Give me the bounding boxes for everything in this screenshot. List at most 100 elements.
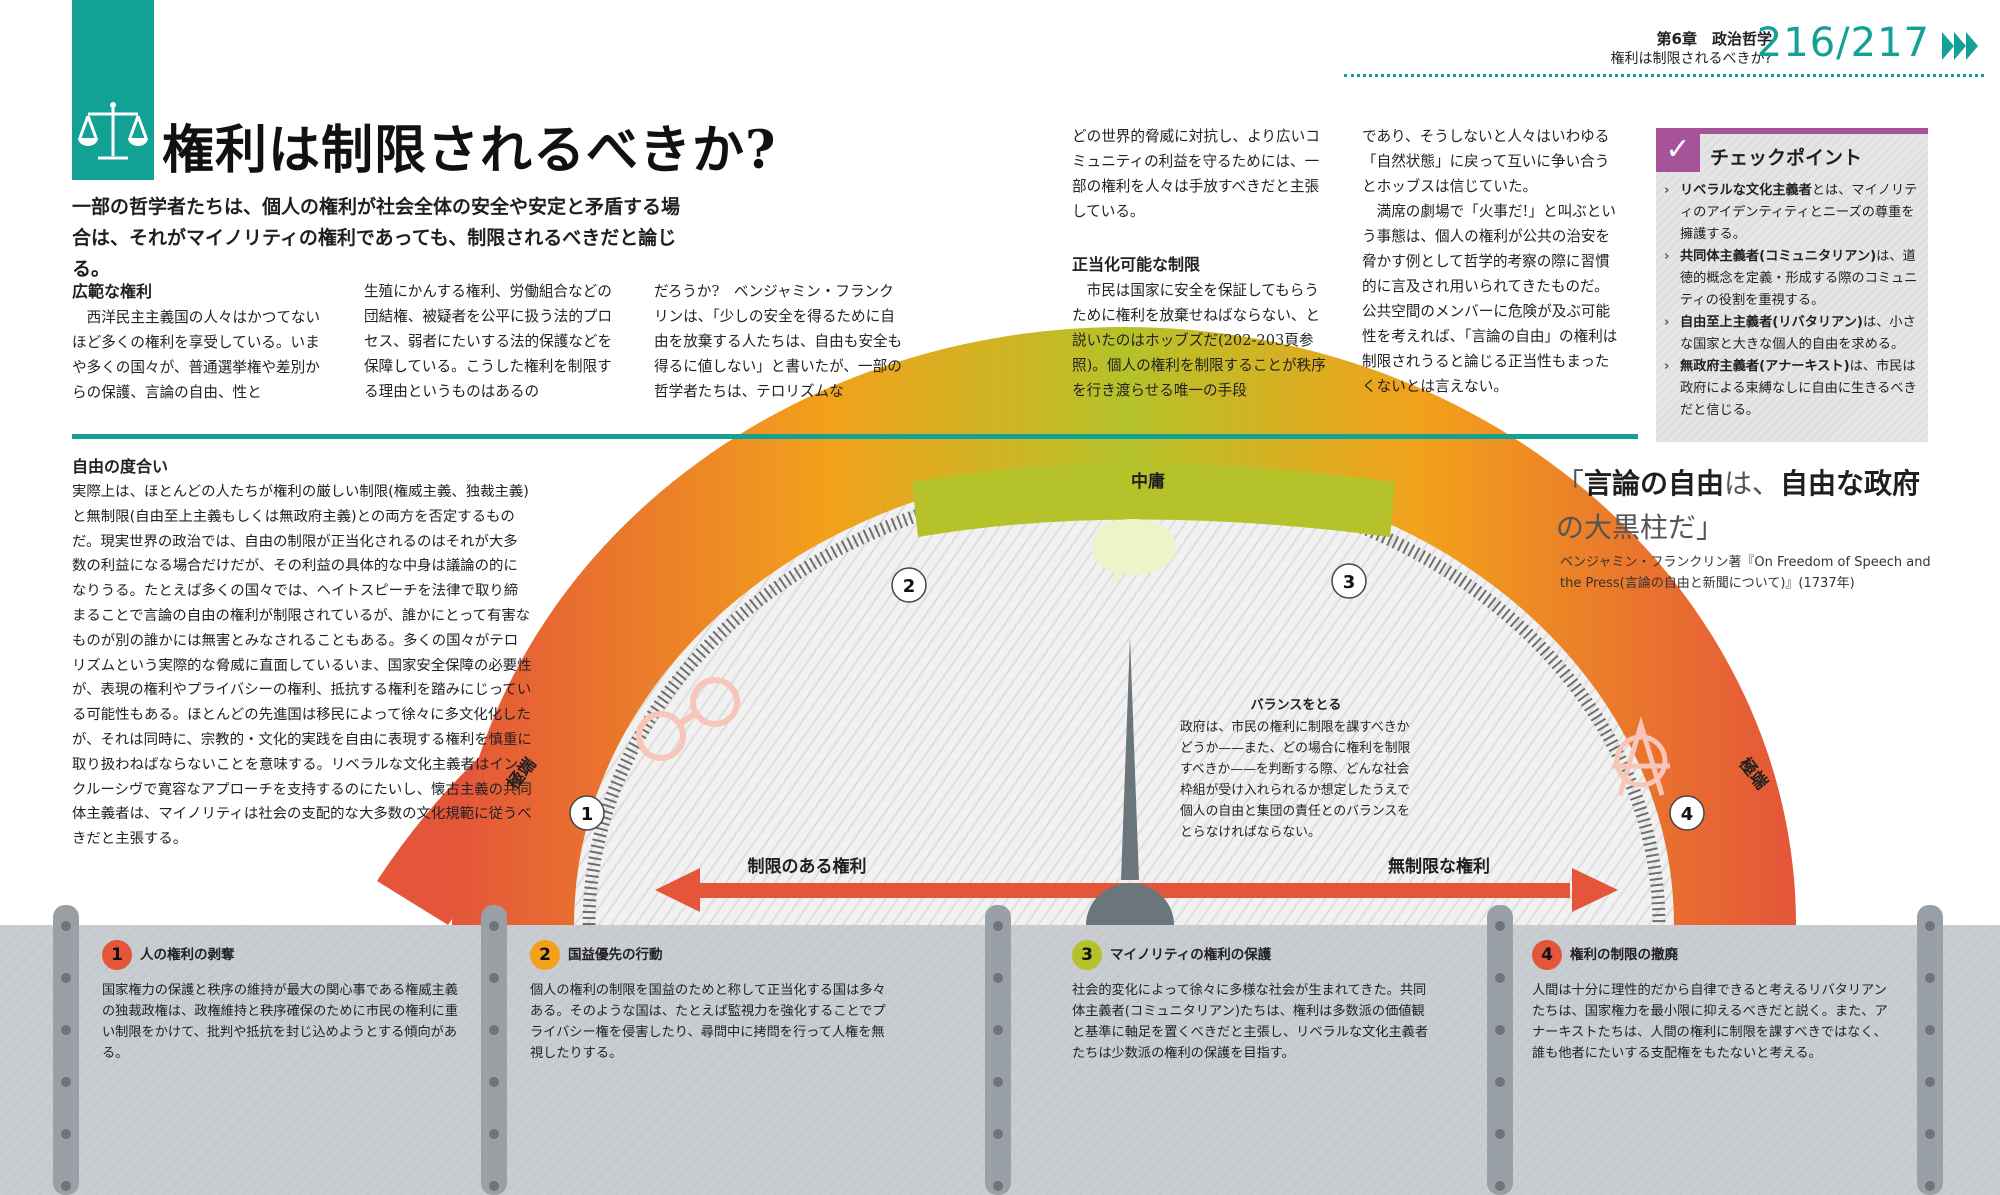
moderation-label: 中庸: [1131, 471, 1165, 492]
panel-text: 国家権力の保護と秩序の維持が最大の関心事である権威主義の独裁政権は、政権維持と秩…: [102, 983, 459, 1061]
quote-emphasis: 言論の自由: [1584, 467, 1725, 500]
panel-number: 2: [530, 940, 560, 970]
panel-title: 権利の制限の撤廃: [1570, 946, 1678, 963]
quote-text: の大黒柱だ」: [1556, 511, 1725, 544]
panel-3: 3 マイノリティの権利の保護 社会的変化によって徐々に多様な社会が生まれてきた。共…: [1072, 940, 1432, 1064]
panel-number: 4: [1532, 940, 1562, 970]
panel-header: 3 マイノリティの権利の保護: [1072, 940, 1432, 970]
checkpoint-text: は、小さな国家と大きな個人的自由を求める。: [1680, 315, 1916, 352]
panel-title: 人の権利の剥奪: [140, 946, 235, 963]
svg-text:1: 1: [581, 804, 594, 825]
dial-ticks: [582, 474, 1666, 925]
panel-header: 4 権利の制限の撤廃: [1532, 940, 1892, 970]
panel-text: 人間は十分に理性的だから自律できると考えるリバタリアンたちは、国家権力を最小限に…: [1532, 983, 1888, 1061]
section-heading: 正当化可能な制限: [1072, 255, 1201, 274]
unlimited-rights-label: 無制限な権利: [1388, 856, 1490, 877]
running-head-title: 権利は制限されるべきか?: [1610, 51, 1772, 67]
column-text: 生殖にかんする権利、労働組合などの団結権、被疑者を公平に扱う法的プロセス、弱者に…: [364, 283, 613, 400]
column-text: 満席の劇場で「火事だ!」と叫ぶという事態は、個人の権利が公共の治安を脅かす例とし…: [1362, 203, 1618, 395]
scales-icon: [78, 102, 148, 160]
marker-3: 3: [1331, 563, 1367, 599]
column-text: 西洋民主主義国の人々はかつてないほど多くの権利を享受している。いまや多くの国々が…: [72, 309, 321, 401]
checkpoint-item: › 共同体主義者(コミュニタリアン)は、道徳的概念を定義・形成する際のコミュニティ…: [1664, 246, 1926, 312]
checkpoint-text: は、道徳的概念を定義・形成する際のコミュニティの役割を重視する。: [1680, 249, 1918, 308]
handcuffs-icon: [636, 677, 740, 761]
lead-paragraph: 一部の哲学者たちは、個人の権利が社会全体の安全や安定と矛盾する場合は、それがマイ…: [72, 196, 681, 280]
floor-pillars: [53, 905, 1943, 1195]
checkpoint-text: とは、マイノリティのアイデンティティとニーズの尊重を擁護する。: [1680, 183, 1918, 242]
column-text: 市民は国家に安全を保証してもらうために権利を放棄せねばならない、と説いたのはホッ…: [1072, 282, 1326, 399]
panel-title: 国益優先の行動: [568, 946, 663, 963]
panel-header: 2 国益優先の行動: [530, 940, 890, 970]
running-head-rule: [1344, 74, 1984, 77]
column-1: 広範な権利 西洋民主主義国の人々はかつてないほど多くの権利を享受している。いまや…: [72, 279, 324, 405]
pull-quote: 「言論の自由は、自由な政府の大黒柱だ」: [1556, 462, 1936, 550]
page-arrows-icon: [1942, 32, 1978, 60]
page-numbers: 216/217: [1757, 20, 1930, 66]
quote-source: ベンジャミン・フランクリン著『On Freedom of Speech and …: [1560, 555, 1931, 591]
checkpoint-term: リベラルな文化主義者: [1680, 183, 1812, 198]
balance-needle: [1086, 637, 1174, 925]
section-heading: 自由の度合い: [72, 457, 169, 476]
balance-title: バランスをとる: [1250, 698, 1342, 713]
running-head-chapter: 第6章 政治哲学: [1656, 30, 1772, 48]
column-5: であり、そうしないと人々はいわゆる「自然状態」に戻って互いに争い合うとホッブスは…: [1362, 124, 1622, 399]
degree-text: 実際上は、ほとんどの人たちが権利の厳しい制限(権威主義、独裁主義)と無制限(自由…: [72, 484, 532, 848]
checkpoint-item: › リベラルな文化主義者とは、マイノリティのアイデンティティとニーズの尊重を擁護す…: [1664, 180, 1926, 246]
svg-text:3: 3: [1343, 572, 1356, 593]
chevron-right-icon: ›: [1664, 359, 1670, 374]
checkpoint-term: 無政府主義者(アナーキスト): [1680, 359, 1850, 374]
speech-bubble-icon: [1092, 519, 1176, 587]
panel-text: 個人の権利の制限を国益のためと称して正当化する国は多々ある。そのような国は、たと…: [530, 983, 886, 1061]
chevron-right-icon: ›: [1664, 249, 1670, 264]
anarchy-icon: [1612, 716, 1670, 796]
checkpoint-box: [1656, 128, 1928, 442]
section-heading: 広範な権利: [72, 282, 153, 301]
column-text-top: どの世界的脅威に対抗し、より広いコミュニティの利益を守るためには、一部の権利を人…: [1072, 128, 1320, 220]
panel-2: 2 国益優先の行動 個人の権利の制限を国益のためと称して正当化する国は多々ある。そ…: [530, 940, 890, 1064]
panel-number: 1: [102, 940, 132, 970]
pillar-bolts: [61, 921, 1935, 1191]
panel-number: 3: [1072, 940, 1102, 970]
panel-header: 1 人の権利の剥奪: [102, 940, 462, 970]
checkpoint-term: 自由至上主義者(リバタリアン): [1680, 315, 1863, 330]
panel-1: 1 人の権利の剥奪 国家権力の保護と秩序の維持が最大の関心事である権威主義の独裁政…: [102, 940, 462, 1064]
page-number-right: 217: [1850, 20, 1930, 66]
quote-text: は、: [1724, 467, 1781, 500]
balance-note: バランスをとる 政府は、市民の権利に制限を課すべきかどうか——また、どの場合に権…: [1180, 695, 1412, 843]
column-4: どの世界的脅威に対抗し、より広いコミュニティの利益を守るためには、一部の権利を人…: [1072, 124, 1330, 403]
panel-4: 4 権利の制限の撤廃 人間は十分に理性的だから自律できると考えるリバタリアンたちは…: [1532, 940, 1892, 1064]
column-2: 生殖にかんする権利、労働組合などの団結権、被疑者を公平に扱う法的プロセス、弱者に…: [364, 279, 616, 404]
rights-arc-band: [452, 327, 1796, 925]
checkpoint-title: チェックポイント: [1710, 147, 1863, 169]
limited-rights-label: 制限のある権利: [748, 856, 867, 877]
column-text: だろうか? ベンジャミン・フランクリンは、「少しの安全を得るために自由を放棄する…: [654, 283, 903, 400]
checkpoint-term: 共同体主義者(コミュニタリアン): [1680, 249, 1877, 264]
page-number-separator: /: [1836, 20, 1851, 66]
page-title: 権利は制限されるべきか?: [162, 120, 777, 181]
svg-text:4: 4: [1681, 804, 1694, 825]
chevron-right-icon: ›: [1664, 315, 1670, 330]
moderation-tab: [912, 463, 1395, 537]
marker-4: 4: [1669, 795, 1705, 831]
panel-text: 社会的変化によって徐々に多様な社会が生まれてきた。共同体主義者(コミュニタリアン…: [1072, 983, 1429, 1061]
checkpoint-item: › 無政府主義者(アナーキスト)は、市民は政府による束縛なしに自由に生きるべきだと…: [1664, 356, 1926, 422]
checkmark-icon: ✓: [1656, 128, 1700, 172]
balance-text: 政府は、市民の権利に制限を課すべきかどうか——また、どの場合に権利を制限すべきか…: [1180, 720, 1411, 840]
dial-interior: [574, 467, 1674, 925]
marker-1: 1: [569, 795, 605, 831]
panel-title: マイノリティの権利の保護: [1110, 946, 1272, 963]
section-rule: [72, 434, 1638, 439]
svg-text:2: 2: [903, 576, 916, 597]
marker-2: 2: [891, 567, 927, 603]
checkpoint-text: は、市民は政府による束縛なしに自由に生きるべきだと信じる。: [1680, 359, 1917, 418]
page-number-left: 216: [1756, 20, 1837, 66]
chevron-right-icon: ›: [1664, 183, 1670, 198]
checkpoint-item: › 自由至上主義者(リバタリアン)は、小さな国家と大きな個人的自由を求める。: [1664, 312, 1926, 356]
column-3: だろうか? ベンジャミン・フランクリンは、「少しの安全を得るために自由を放棄する…: [654, 279, 906, 404]
quote-emphasis: 自由な政府: [1780, 467, 1921, 500]
degree-of-freedom-block: 自由の度合い 実際上は、ほとんどの人たちが権利の厳しい制限(権威主義、独裁主義)…: [72, 454, 532, 852]
checkpoint-list: › リベラルな文化主義者とは、マイノリティのアイデンティティとニーズの尊重を擁護す…: [1664, 180, 1926, 422]
column-text-top: であり、そうしないと人々はいわゆる「自然状態」に戻って互いに争い合うとホッブスは…: [1362, 128, 1610, 195]
